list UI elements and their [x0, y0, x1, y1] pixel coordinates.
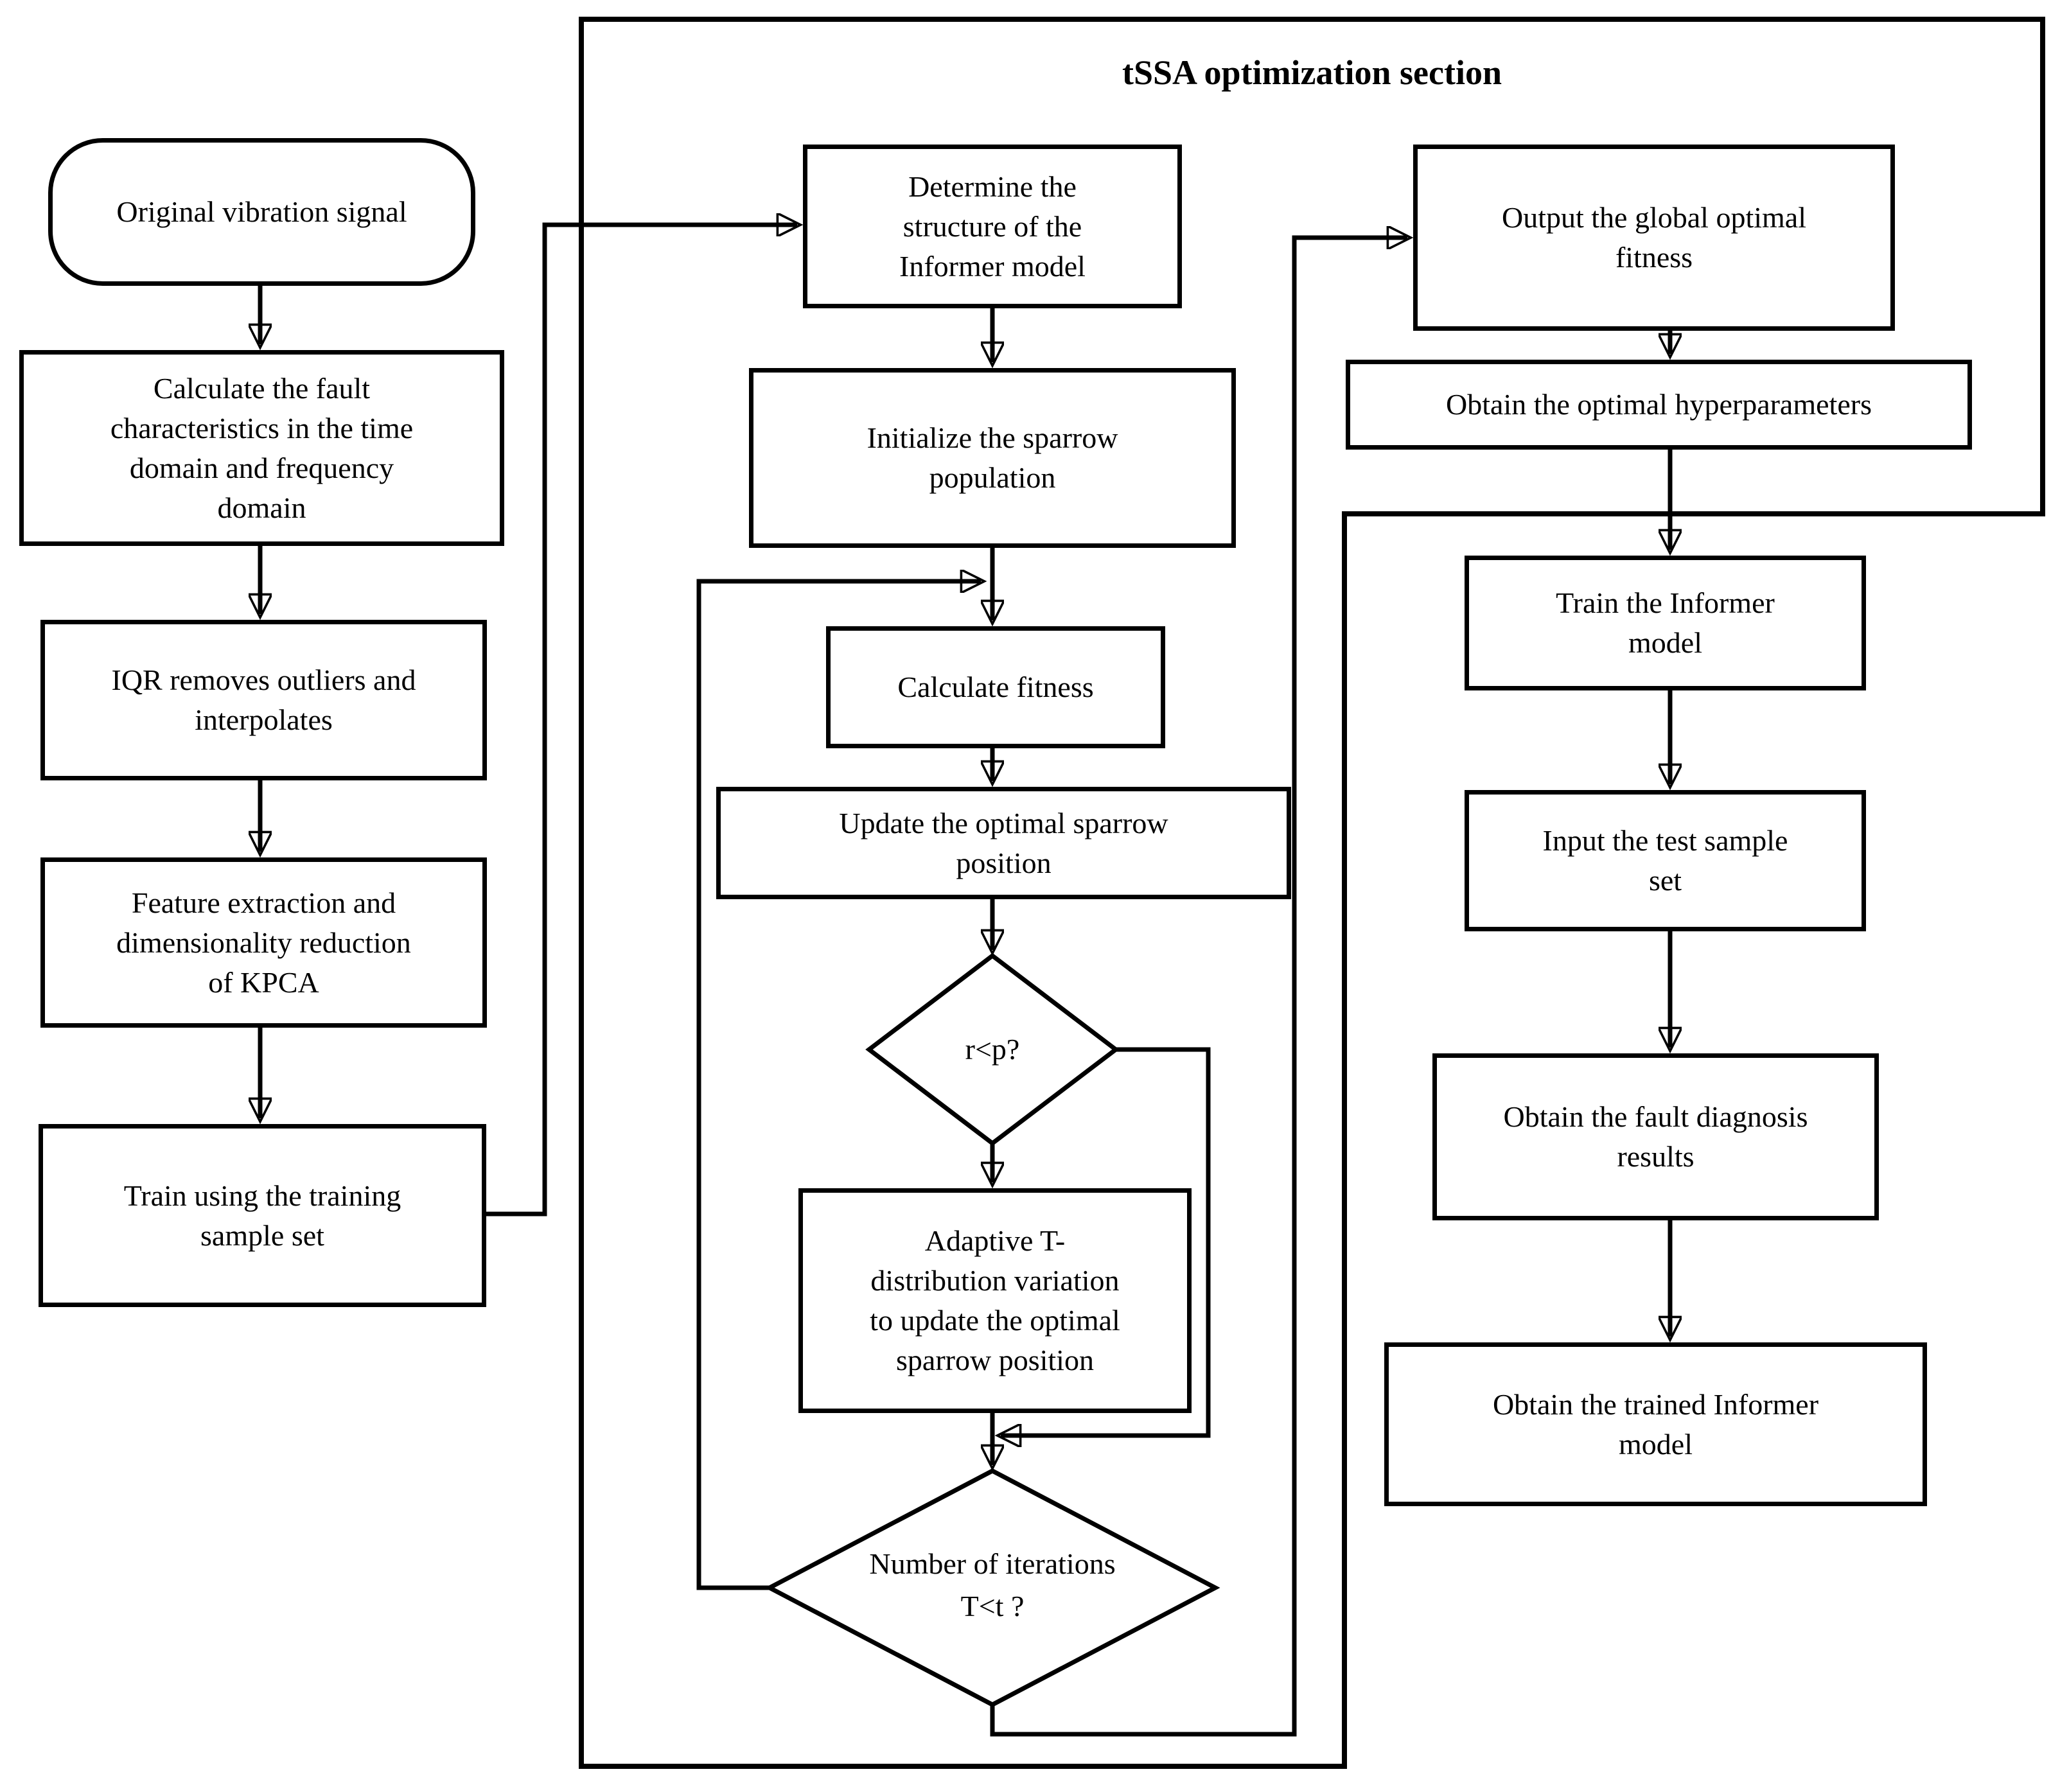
node-adaptive-t-distribution-variation: Adaptive T- distribution variation to up…	[798, 1188, 1192, 1413]
tssa-section-title: tSSA optimization section	[1122, 53, 1502, 92]
node-train-using-training-sample-set: Train using the training sample set	[39, 1124, 486, 1307]
node-iqr-removes-outliers: IQR removes outliers and interpolates	[40, 620, 487, 780]
node-label: Train using the training sample set	[123, 1179, 401, 1252]
decision-r-lt-p-label: r<p?	[965, 1033, 1020, 1066]
connector-rltp-no-bypass	[1001, 1047, 1211, 1436]
node-kpca-feature-extraction: Feature extraction and dimensionality re…	[40, 857, 487, 1028]
node-label: Obtain the fault diagnosis results	[1503, 1100, 1808, 1173]
node-update-optimal-sparrow-position: Update the optimal sparrow position	[716, 787, 1291, 899]
node-label: Calculate the fault characteristics in t…	[110, 371, 414, 524]
node-label: Determine the structure of the Informer …	[899, 170, 1086, 283]
node-calculate-fitness: Calculate fitness	[826, 626, 1165, 748]
node-label: Calculate fitness	[897, 671, 1094, 703]
node-output-global-optimal-fitness: Output the global optimal fitness	[1413, 145, 1895, 331]
node-label: Feature extraction and dimensionality re…	[116, 886, 411, 999]
connector-iterations-no-to-output	[990, 238, 1407, 1737]
node-label: Output the global optimal fitness	[1502, 201, 1806, 274]
node-input-test-sample-set: Input the test sample set	[1465, 790, 1866, 931]
decision-iterations-label: Number of iterations T<t ?	[869, 1547, 1116, 1622]
node-label: IQR removes outliers and interpolates	[111, 663, 416, 736]
node-train-informer-model: Train the Informer model	[1465, 556, 1866, 690]
node-label: Obtain the optimal hyperparameters	[1446, 388, 1872, 421]
node-label: Original vibration signal	[116, 195, 407, 228]
node-obtain-trained-informer-model: Obtain the trained Informer model	[1384, 1342, 1927, 1506]
node-label: Train the Informer model	[1556, 586, 1775, 659]
node-label: Input the test sample set	[1542, 824, 1788, 897]
node-calculate-fault-characteristics: Calculate the fault characteristics in t…	[19, 350, 504, 546]
tssa-section-border	[579, 17, 2045, 1769]
node-label: Update the optimal sparrow position	[839, 806, 1168, 879]
connector-iterations-yes-loop	[696, 581, 981, 1590]
node-original-vibration-signal: Original vibration signal	[48, 138, 475, 286]
node-label: Initialize the sparrow population	[867, 421, 1118, 494]
node-initialize-sparrow-population: Initialize the sparrow population	[749, 368, 1236, 548]
node-label: Adaptive T- distribution variation to up…	[870, 1224, 1120, 1376]
node-determine-informer-structure: Determine the structure of the Informer …	[803, 145, 1182, 308]
node-obtain-fault-diagnosis-results: Obtain the fault diagnosis results	[1432, 1053, 1879, 1220]
node-label: Obtain the trained Informer model	[1492, 1387, 1819, 1461]
connector-trainsample-to-determine	[486, 225, 797, 1217]
node-obtain-optimal-hyperparameters: Obtain the optimal hyperparameters	[1346, 360, 1972, 450]
